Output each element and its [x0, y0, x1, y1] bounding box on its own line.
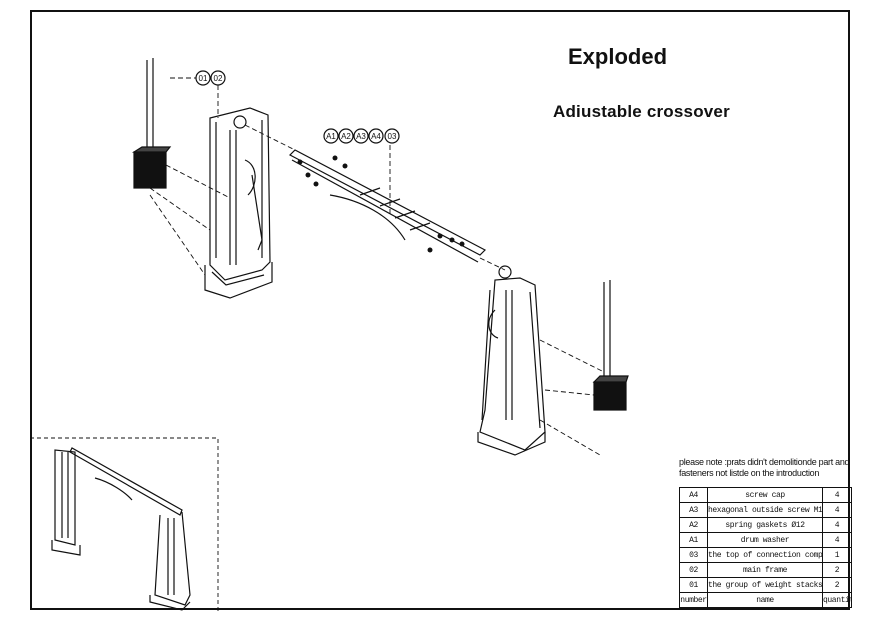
part-number: A1 — [679, 532, 708, 548]
callout-a1: A1 — [326, 132, 336, 141]
header-name: name — [707, 592, 823, 608]
part-number: 02 — [679, 562, 708, 578]
part-name: spring gaskets Ø12 — [707, 517, 823, 533]
part-number: 01 — [679, 577, 708, 593]
table-row: A1 drum washer 4 — [679, 532, 852, 548]
part-name: drum washer — [707, 532, 823, 548]
left-weight-stack — [131, 58, 172, 189]
part-name: screw cap — [707, 487, 823, 503]
assembly-note: please note :prats didn't demolitionde p… — [679, 457, 850, 478]
header-number: number — [679, 592, 708, 608]
callout-a4: A4 — [371, 132, 381, 141]
right-main-frame — [477, 265, 546, 456]
table-row: 01 the group of weight stacks 2 — [679, 577, 852, 593]
part-number: 03 — [679, 547, 708, 563]
callout-03: 03 — [388, 132, 397, 141]
callout-01: 01 — [199, 74, 208, 83]
drawing-subtitle: Adiustable crossover — [553, 102, 730, 121]
inset-assembled-view — [30, 437, 219, 612]
right-weight-stack — [592, 280, 629, 411]
part-number: A4 — [679, 487, 708, 503]
drawing-border — [30, 10, 850, 610]
part-quantity: 4 — [822, 502, 852, 518]
part-quantity: 4 — [822, 487, 852, 503]
table-row: A3 hexagonal outside screw M12*35 4 — [679, 502, 852, 518]
table-row: A2 spring gaskets Ø12 4 — [679, 517, 852, 533]
drawing-title: Exploded — [568, 44, 668, 69]
table-header-row: number name quantity — [679, 592, 852, 608]
hardware-fasteners — [297, 155, 465, 253]
part-number: A2 — [679, 517, 708, 533]
table-row: A4 screw cap 4 — [679, 487, 852, 503]
part-quantity: 2 — [822, 577, 852, 593]
part-quantity: 4 — [822, 532, 852, 548]
part-quantity: 1 — [822, 547, 852, 563]
callout-02: 02 — [214, 74, 223, 83]
part-name: hexagonal outside screw M12*35 — [707, 502, 823, 518]
callouts — [195, 70, 400, 144]
table-row: 02 main frame 2 — [679, 562, 852, 578]
top-connection-beam — [288, 149, 487, 263]
part-name: the top of connection componts — [707, 547, 823, 563]
table-row: 03 the top of connection componts 1 — [679, 547, 852, 563]
parts-table: A4 screw cap 4 A3 hexagonal outside scre… — [679, 487, 852, 608]
callout-a3: A3 — [356, 132, 366, 141]
part-number: A3 — [679, 502, 708, 518]
part-quantity: 2 — [822, 562, 852, 578]
part-name: main frame — [707, 562, 823, 578]
part-name: the group of weight stacks — [707, 577, 823, 593]
header-quantity: quantity — [822, 592, 852, 608]
assembly-lines — [149, 77, 605, 456]
callout-a2: A2 — [341, 132, 351, 141]
part-quantity: 4 — [822, 517, 852, 533]
left-main-frame — [204, 107, 273, 299]
